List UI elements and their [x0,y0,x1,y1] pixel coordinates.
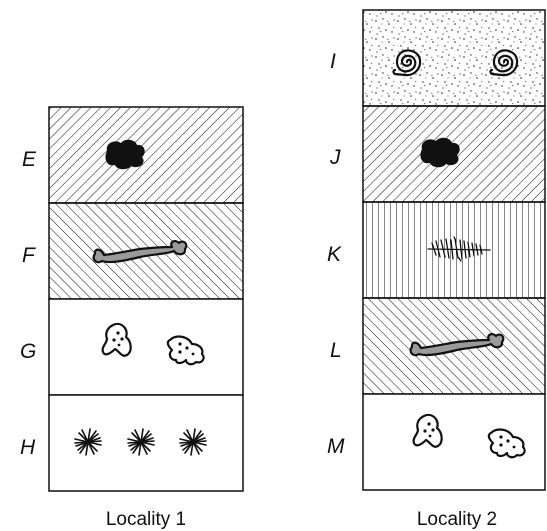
layer-label-e: E [22,148,37,171]
layer-g-rock [48,298,244,396]
locality-2-column: I J K L M Locality 2 [327,9,546,530]
layer-label-f: F [22,244,36,267]
footprint-fossil [101,322,132,357]
layer-e [48,106,244,204]
locality-1-caption: Locality 1 [106,509,186,530]
layer-k [362,201,546,299]
layer-h [48,394,244,492]
layer-label-j: J [329,146,341,169]
layer-f [48,202,244,300]
layer-i [362,9,546,107]
layer-g [48,298,244,396]
layer-m [362,393,546,491]
layer-l [362,297,546,395]
layer-label-l: L [330,339,342,362]
locality-1-column: E F G H Locality 1 [20,106,244,530]
locality-2-caption: Locality 2 [417,509,497,530]
layer-label-m: M [327,435,345,458]
layer-i-rock [362,9,546,107]
layer-label-h: H [20,436,36,459]
layer-e-rock [48,106,244,204]
layer-label-i: I [330,50,336,73]
layer-label-g: G [20,340,36,363]
layer-label-k: K [327,243,342,266]
footprint-fossil [412,413,443,448]
layer-j [362,105,546,203]
